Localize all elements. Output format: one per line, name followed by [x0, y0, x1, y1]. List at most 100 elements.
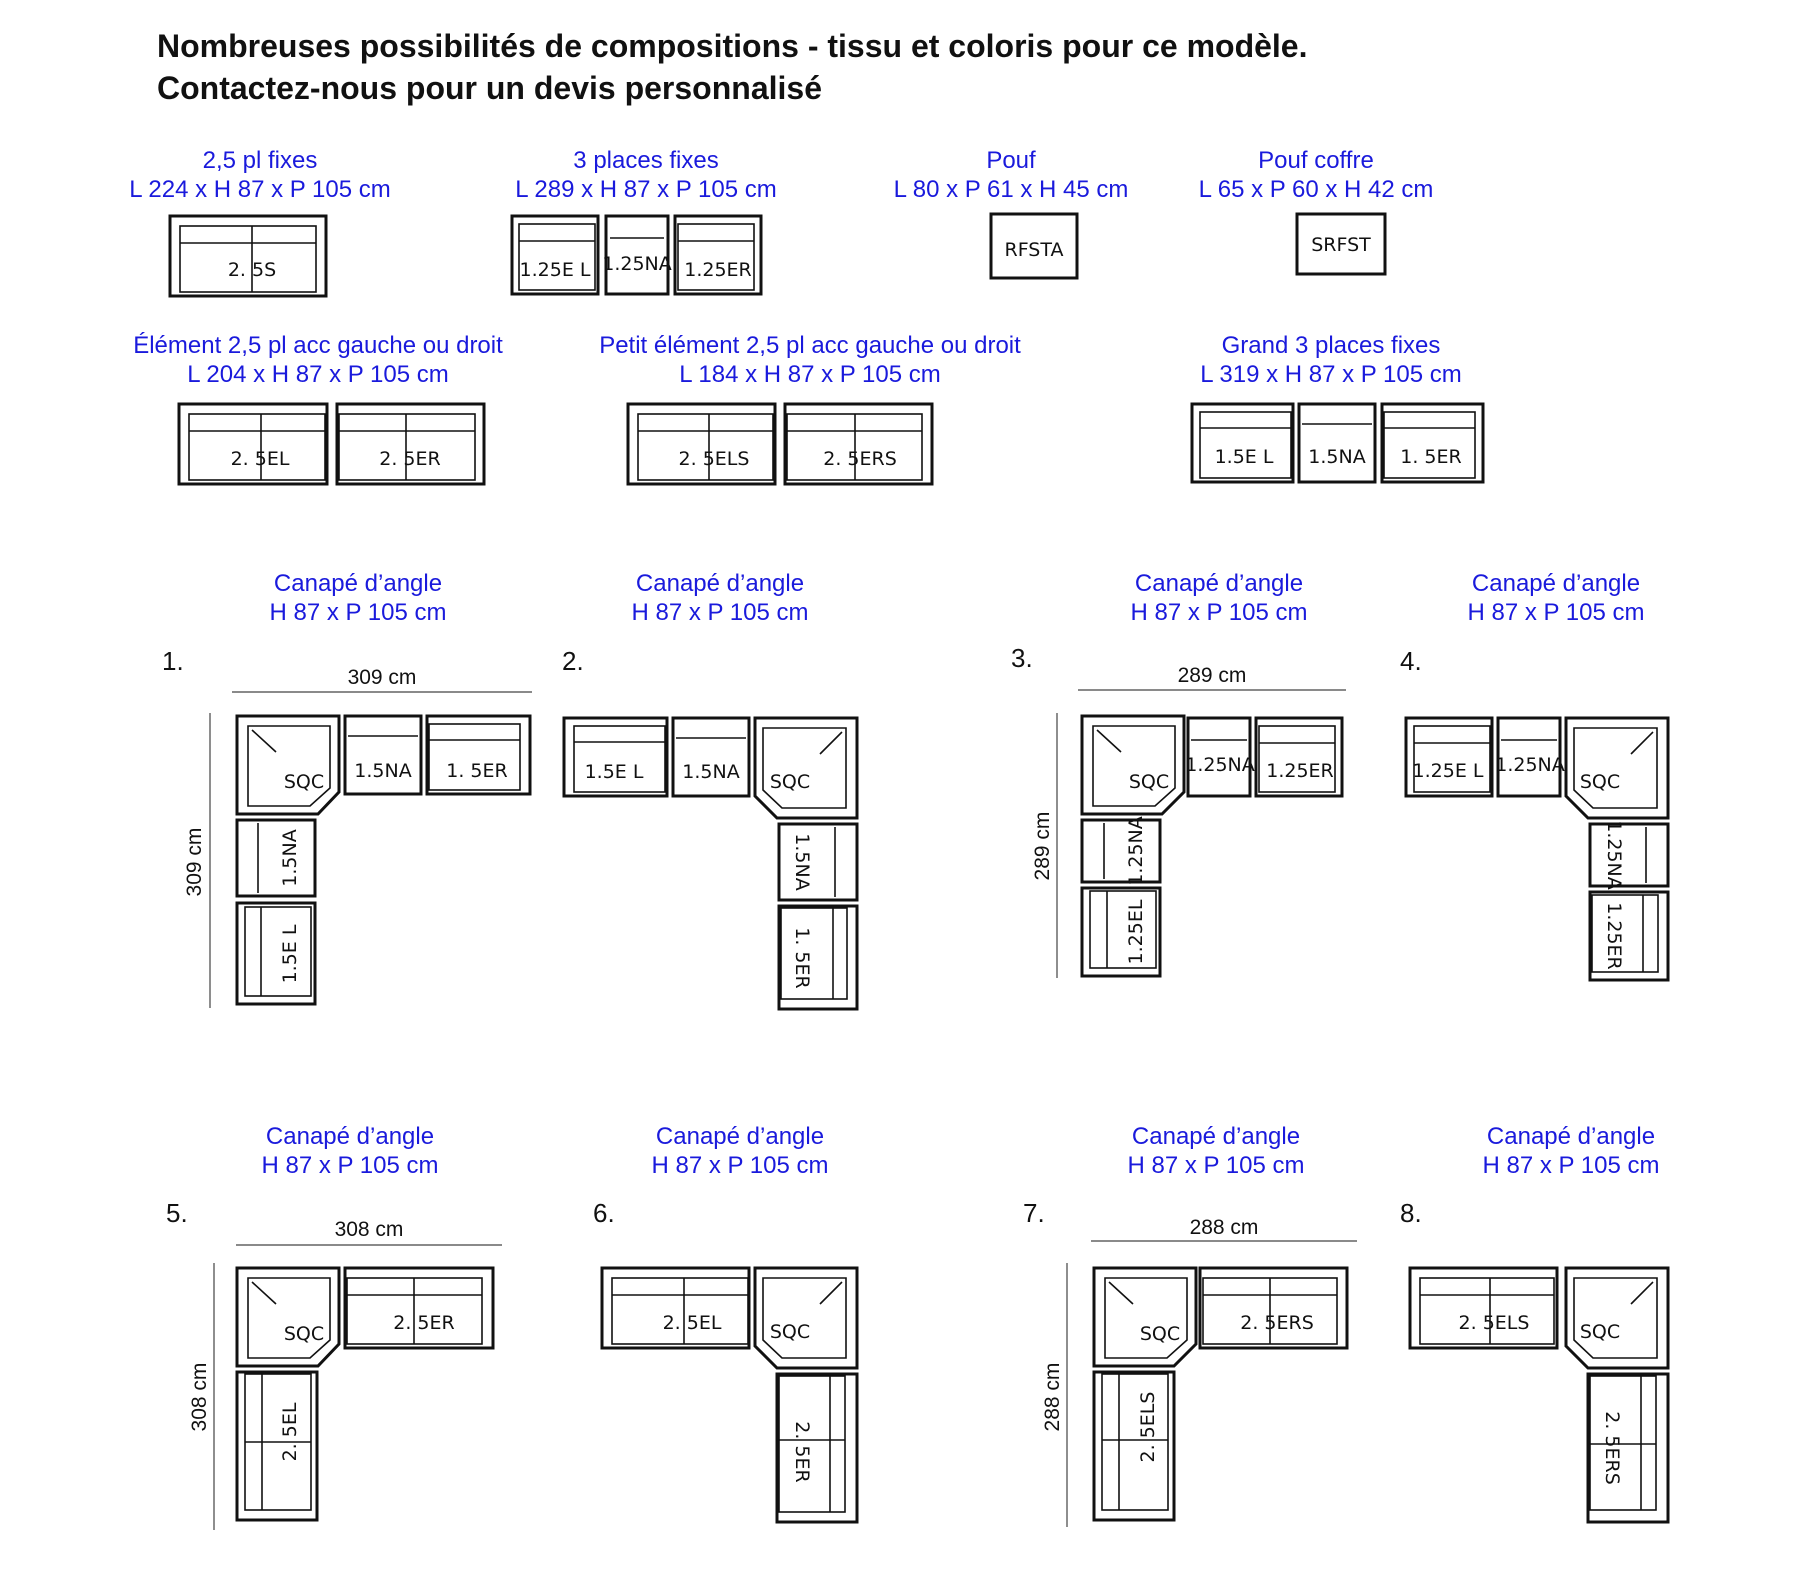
sofa-module: 2. 5ERS [783, 402, 934, 486]
module-seat [1199, 411, 1292, 479]
module-back-diagonal [819, 731, 843, 755]
module-seat [762, 1277, 847, 1359]
module-outline [777, 822, 859, 902]
composition-number: 1. [162, 646, 184, 676]
module-outline [1496, 716, 1562, 798]
module-outline [425, 714, 532, 796]
module-code: 1.25NA [602, 253, 672, 275]
module-code: 1.5E L [585, 761, 644, 783]
element-title: Pouf [986, 147, 1036, 174]
module-outline [335, 402, 486, 486]
module-code: SQC [1580, 771, 1620, 793]
module-code: SQC [1140, 1323, 1180, 1345]
module-code: 2. 5EL [279, 1402, 301, 1461]
module-outline [1080, 818, 1162, 884]
element-dimensions: L 319 x H 87 x P 105 cm [1200, 361, 1461, 388]
sofa-module: 1.25E L [510, 214, 600, 296]
module-outline [343, 714, 423, 796]
module-seat [1383, 411, 1476, 479]
sofa-module: 1.25ER [1588, 890, 1670, 982]
module-outline [673, 214, 763, 296]
module-outline [1588, 890, 1670, 982]
module-seat [1589, 1375, 1657, 1511]
sofa-module: 2. 5EL [235, 1370, 319, 1522]
module-code: 1.5E L [1215, 446, 1274, 468]
module-outline [1254, 716, 1344, 798]
corner-composition-5: Canapé d’angle H 87 x P 105 cm 5. 308 cm… [166, 1123, 502, 1530]
sofa-module: 1.25EL [1080, 886, 1162, 978]
module-seat [1573, 727, 1658, 809]
sofa-module: 1.25E L [1404, 716, 1494, 798]
module-outline [343, 1266, 495, 1350]
element-dimensions: L 184 x H 87 x P 105 cm [679, 361, 940, 388]
composition-dimensions: H 87 x P 105 cm [652, 1152, 829, 1179]
module-seat [1092, 725, 1176, 807]
element-title: Petit élément 2,5 pl acc gauche ou droit [599, 332, 1021, 359]
corner-module: SQC [235, 714, 341, 816]
sofa-module: 2. 5ERS [1198, 1266, 1349, 1350]
module-code: 2. 5ER [379, 448, 440, 470]
sofa-module: 1.25ER [1254, 716, 1344, 798]
width-dimension-label: 289 cm [1178, 664, 1247, 687]
module-seat [780, 907, 848, 1000]
element-pouf-coffre: Pouf coffre L 65 x P 60 x H 42 cm SRFST [1199, 147, 1434, 276]
module-code: 1.25EL [1125, 899, 1147, 964]
depth-dimension-label: 308 cm [188, 1363, 211, 1432]
module-outline [562, 716, 669, 798]
module-code: 1. 5ER [1400, 446, 1461, 468]
module-seat [762, 727, 847, 809]
module-code: 2. 5ERS [1240, 1312, 1314, 1334]
module-code: 2. 5ERS [823, 448, 897, 470]
module-seat [244, 906, 312, 997]
element-title: 2,5 pl fixes [203, 147, 318, 174]
module-outline [600, 1266, 751, 1350]
corner-composition-2: Canapé d’angle H 87 x P 105 cm 2. 1.5E L… [562, 570, 859, 1011]
composition-dimensions: H 87 x P 105 cm [262, 1152, 439, 1179]
composition-title: Canapé d’angle [1472, 570, 1640, 597]
sofa-module: 1.25ER [673, 214, 763, 296]
element-grand-3-places: Grand 3 places fixes L 319 x H 87 x P 10… [1190, 332, 1485, 484]
module-code: SQC [1129, 771, 1169, 793]
module-outline [1408, 1266, 1559, 1350]
module-outline [1198, 1266, 1349, 1350]
module-back-diagonal [1630, 1281, 1654, 1305]
corner-module: SQC [1564, 716, 1670, 820]
module-code: 1.25NA [1603, 820, 1625, 890]
module-code: 1.5NA [682, 761, 739, 783]
sofa-module: 1.25NA [1588, 820, 1670, 890]
module-seat [573, 725, 666, 793]
composition-number: 5. [166, 1198, 188, 1228]
composition-title: Canapé d’angle [636, 570, 804, 597]
module-code: 2. 5ELS [1137, 1392, 1159, 1463]
composition-title: Canapé d’angle [1487, 1123, 1655, 1150]
sofa-module: 1.5E L [562, 716, 669, 798]
sofa-module: 1. 5ER [777, 904, 859, 1011]
module-code: 2. 5ER [393, 1312, 454, 1334]
sofa-module: 1.25NA [1080, 816, 1162, 886]
composition-dimensions: H 87 x P 105 cm [632, 599, 809, 626]
composition-title: Canapé d’angle [656, 1123, 824, 1150]
element-2-5-fixed: 2,5 pl fixes L 224 x H 87 x P 105 cm 2. … [129, 147, 391, 298]
module-code: SQC [770, 771, 810, 793]
module-outline [783, 402, 934, 486]
sofa-module: 2. 5EL [177, 402, 329, 486]
module-code: 1.25ER [684, 259, 752, 281]
composition-title: Canapé d’angle [274, 570, 442, 597]
element-dimensions: L 65 x P 60 x H 42 cm [1199, 176, 1434, 203]
element-dimensions: L 289 x H 87 x P 105 cm [515, 176, 776, 203]
sofa-module: 2. 5ERS [1586, 1372, 1670, 1524]
sofa-module: 1.5NA [235, 818, 317, 898]
module-code: 2. 5ELS [1459, 1312, 1530, 1334]
module-seat [338, 413, 476, 481]
module-code: 2. 5ELS [679, 448, 750, 470]
module-seat [247, 1277, 331, 1359]
module-code: 2. 5S [228, 259, 276, 281]
element-title: Grand 3 places fixes [1222, 332, 1441, 359]
corner-composition-7: Canapé d’angle H 87 x P 105 cm 7. 288 cm… [1023, 1123, 1357, 1527]
width-dimension-label: 308 cm [335, 1218, 404, 1241]
header-line-1: Nombreuses possibilités de compositions … [157, 28, 1307, 64]
module-code: 2. 5ER [791, 1421, 813, 1482]
module-outline [1404, 716, 1494, 798]
module-outline [1190, 402, 1295, 484]
module-seat [1573, 1277, 1658, 1359]
